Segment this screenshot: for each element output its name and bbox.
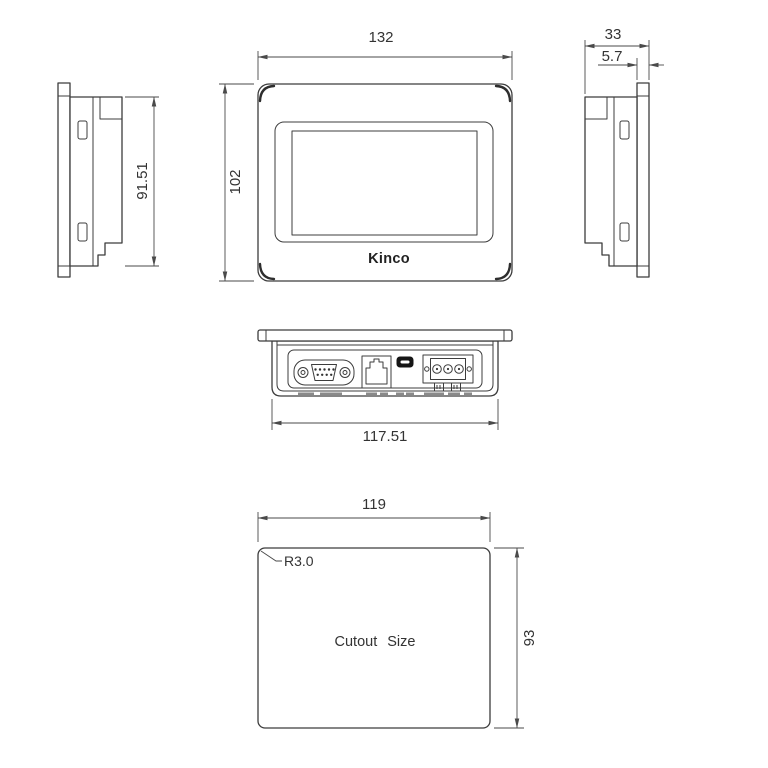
left-view-mount-slot-bottom bbox=[77, 222, 88, 242]
right-view-bezel-ticks bbox=[637, 95, 649, 267]
bottom-view-bezel-ticks bbox=[265, 330, 505, 341]
dim-cutout-width: 119 bbox=[257, 496, 491, 542]
left-side-view: 91.51 bbox=[57, 82, 159, 278]
dim-side-depth: 33 bbox=[584, 26, 650, 94]
db9-housing bbox=[293, 359, 355, 386]
dim-bezel-thickness: 5.7 bbox=[598, 48, 664, 80]
usb-slot bbox=[400, 360, 410, 364]
power-screw-right bbox=[466, 366, 472, 372]
power-terminal bbox=[422, 354, 474, 392]
front-corner-accent-bl bbox=[258, 262, 276, 281]
front-view-screen bbox=[291, 130, 478, 236]
dim-cutout-width-label: 119 bbox=[362, 496, 386, 513]
dim-front-width-label: 132 bbox=[368, 29, 393, 46]
db9-serial-port bbox=[293, 359, 355, 386]
db9-dsub-shell bbox=[311, 364, 337, 381]
bottom-view: 117.51 bbox=[257, 329, 513, 445]
db9-pins bbox=[314, 368, 335, 376]
right-view-mount-slot-top bbox=[619, 120, 630, 140]
dim-side-body-height-label: 91.51 bbox=[134, 162, 151, 200]
right-side-view: 33 5.7 bbox=[584, 26, 664, 278]
left-view-bezel-edge bbox=[57, 82, 71, 278]
front-corner-accent-br bbox=[494, 262, 512, 281]
front-view-outer-frame bbox=[257, 83, 513, 282]
rj45-outer bbox=[361, 355, 392, 389]
dim-cutout-height: 93 bbox=[494, 547, 538, 729]
port-label-marks bbox=[298, 392, 472, 395]
dim-rear-body-width: 117.51 bbox=[271, 399, 499, 445]
radius-leader-line bbox=[260, 550, 282, 562]
rj45-jack-shape bbox=[365, 358, 388, 385]
dim-front-height: 102 bbox=[219, 83, 254, 282]
bottom-view-case-seam bbox=[276, 341, 494, 392]
cutout-outline bbox=[257, 547, 491, 729]
left-view-bezel-ticks bbox=[58, 95, 70, 267]
db9-screw-left bbox=[297, 367, 309, 378]
dim-side-body-height: 91.51 bbox=[125, 96, 159, 267]
power-inner bbox=[430, 358, 466, 380]
left-view-mount-slot-top bbox=[77, 120, 88, 140]
left-view-mount-clip bbox=[99, 97, 122, 120]
cutout-view: 119 93 R3.0 Cutout Size bbox=[257, 496, 538, 729]
right-view-mount-clip bbox=[585, 97, 608, 120]
power-pins bbox=[432, 364, 464, 374]
power-tabs bbox=[434, 382, 461, 392]
corner-radius-callout: R3.0 bbox=[260, 550, 314, 569]
bottom-view-bezel-bar bbox=[257, 329, 513, 342]
cutout-size-label: Cutout Size bbox=[335, 634, 416, 650]
front-view: Kinco 132 102 bbox=[219, 29, 513, 282]
right-view-mount-slot-bottom bbox=[619, 222, 630, 242]
dim-side-depth-label: 33 bbox=[605, 26, 622, 43]
front-corner-accent-tr bbox=[494, 84, 512, 103]
dim-front-width: 132 bbox=[257, 29, 513, 80]
dim-bezel-thickness-label: 5.7 bbox=[602, 48, 623, 65]
power-screw-left bbox=[424, 366, 430, 372]
rj45-ethernet-port bbox=[361, 355, 392, 389]
right-view-bezel-edge bbox=[636, 82, 650, 278]
dim-front-height-label: 102 bbox=[227, 169, 244, 194]
power-outer bbox=[422, 354, 474, 384]
front-view-display-bezel bbox=[274, 121, 494, 243]
front-corner-accent-tl bbox=[258, 84, 276, 103]
dim-cutout-height-label: 93 bbox=[521, 630, 538, 647]
brand-logo: Kinco bbox=[368, 251, 410, 267]
db9-screw-right bbox=[339, 367, 351, 378]
corner-radius-label: R3.0 bbox=[284, 553, 314, 569]
mini-usb-port bbox=[396, 356, 414, 368]
dim-rear-body-width-label: 117.51 bbox=[363, 428, 408, 445]
